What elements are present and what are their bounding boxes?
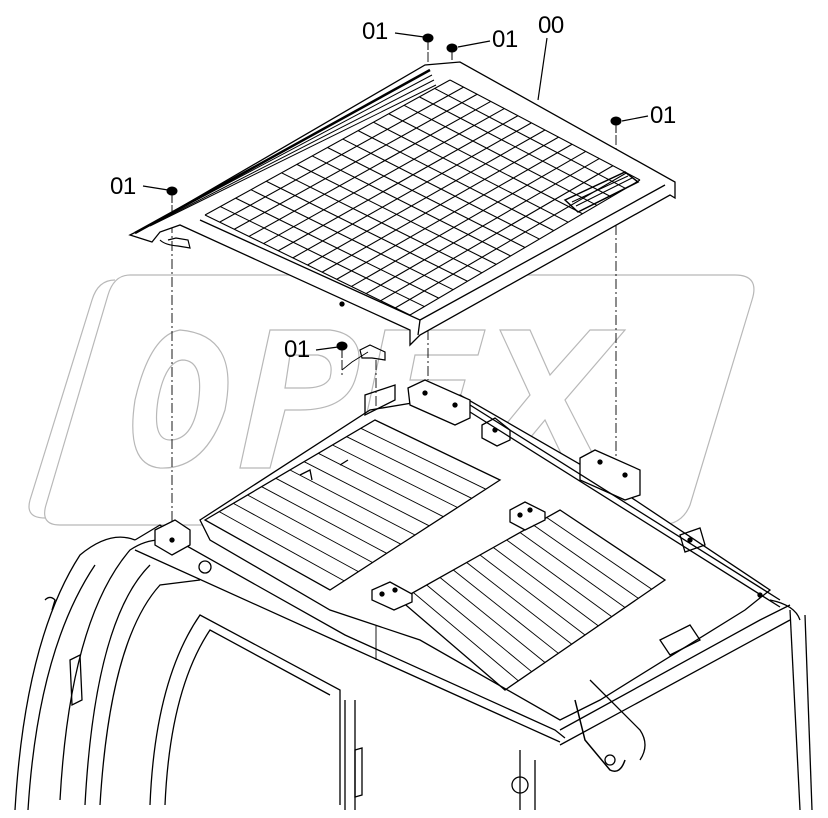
callout-leaders bbox=[142, 32, 649, 351]
bolt-icon bbox=[446, 43, 458, 60]
callout-bolt-01-e: 01 bbox=[284, 336, 310, 363]
bolts bbox=[166, 33, 622, 358]
roof-guard bbox=[128, 61, 676, 361]
bolt-icon bbox=[422, 33, 434, 50]
bolt-icon bbox=[166, 186, 178, 203]
callout-bolt-01-c: 01 bbox=[650, 102, 676, 129]
callout-bolt-01-b: 01 bbox=[492, 26, 518, 53]
cab-structure bbox=[14, 379, 813, 811]
roof-ribs bbox=[218, 427, 652, 682]
bolt-icon bbox=[610, 116, 622, 133]
wire-mesh bbox=[204, 79, 641, 316]
bolt-icon bbox=[336, 341, 348, 358]
callout-roof-guard-00: 00 bbox=[538, 12, 564, 39]
callout-bolt-01-a: 01 bbox=[362, 18, 388, 45]
callout-bolt-01-d: 01 bbox=[110, 173, 136, 200]
